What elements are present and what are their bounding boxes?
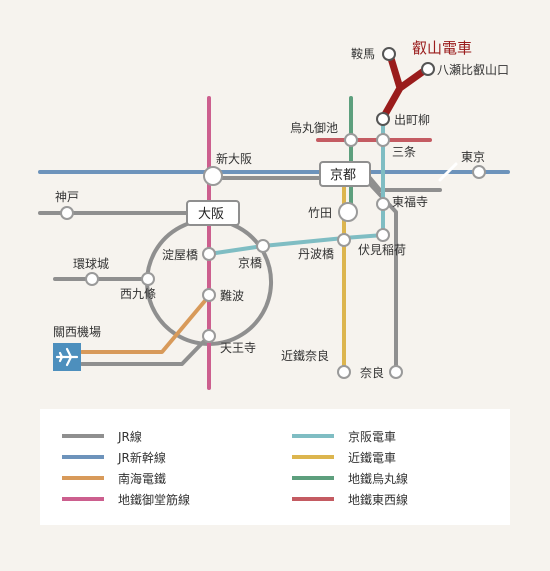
station-marker-kobe[interactable] (60, 206, 74, 220)
station-marker-fushimi-inari[interactable] (376, 228, 390, 242)
legend: JR線 京阪電車 JR新幹線 近鐵電車 南海電鐵 地鐵烏丸線 地鐵御堂筋線 地鐵… (40, 409, 510, 525)
line-jr-airport (80, 334, 211, 366)
legend-item-karasuma: 地鐵烏丸線 (292, 468, 408, 488)
legend-swatch (292, 455, 334, 459)
station-marker-namba[interactable] (202, 288, 216, 302)
legend-item-shinkansen: JR新幹線 (62, 447, 166, 467)
station-marker-tennoji[interactable] (202, 329, 216, 343)
station-marker-karasuma-oike[interactable] (344, 133, 358, 147)
station-marker-tokyo[interactable] (472, 165, 486, 179)
station-marker-sanjo[interactable] (376, 133, 390, 147)
station-markers (60, 47, 486, 379)
legend-label: 地鐵烏丸線 (348, 471, 409, 486)
station-marker-kurama[interactable] (382, 47, 396, 61)
legend-label: 地鐵東西線 (348, 492, 409, 507)
station-label-tofukuji: 東福寺 (392, 194, 428, 209)
station-marker-nara[interactable] (389, 365, 403, 379)
map-lines (38, 51, 510, 390)
station-marker-yodoyabashi[interactable] (202, 247, 216, 261)
station-label-takeda: 竹田 (308, 206, 332, 220)
station-label-demachiyanagi: 出町柳 (394, 113, 430, 127)
legend-label: JR新幹線 (118, 450, 166, 465)
airport-icon[interactable] (53, 343, 81, 371)
station-marker-demachiyanagi[interactable] (376, 112, 390, 126)
kyoto-hub-label: 京都 (330, 168, 356, 183)
legend-label: 南海電鐵 (118, 471, 167, 486)
station-marker-takeda[interactable] (338, 202, 358, 222)
line-eizan (379, 51, 432, 122)
osaka-hub-label: 大阪 (198, 207, 224, 222)
station-marker-osakajo[interactable] (85, 272, 99, 286)
legend-swatch (62, 476, 104, 480)
station-label-osakajo: 環球城 (73, 257, 109, 271)
rail-map: 叡山電車 鞍馬 八瀬比叡山口 出町柳 烏丸御池 三条 東京 新大阪 京都 神戸 … (38, 39, 510, 390)
line-nankai (80, 294, 211, 354)
station-label-tennoji: 天王寺 (220, 341, 256, 355)
legend-swatch (62, 497, 104, 501)
legend-label: 京阪電車 (348, 429, 397, 444)
legend-label: 近鐵電車 (348, 450, 397, 465)
legend-item-keihan: 京阪電車 (292, 426, 396, 446)
legend-item-nankai: 南海電鐵 (62, 468, 166, 488)
station-label-yase: 八瀬比叡山口 (437, 62, 509, 77)
legend-swatch (292, 434, 334, 438)
legend-label: JR線 (118, 429, 142, 444)
station-label-kobe: 神戸 (55, 190, 79, 204)
station-label-fushimi-inari: 伏見稲荷 (358, 243, 406, 257)
station-label-namba: 難波 (220, 288, 244, 303)
legend-item-midosuji: 地鐵御堂筋線 (62, 489, 190, 509)
station-marker-yase[interactable] (421, 62, 435, 76)
station-marker-shin-osaka[interactable] (203, 166, 223, 186)
station-label-kurama: 鞍馬 (351, 46, 375, 61)
station-label-kyobashi: 京橋 (238, 256, 262, 270)
legend-item-jr: JR線 (62, 426, 142, 446)
legend-swatch (62, 434, 104, 438)
kyoto-hub-box[interactable] (319, 161, 371, 187)
station-label-tokyo: 東京 (461, 150, 485, 164)
station-marker-tambabashi[interactable] (337, 233, 351, 247)
station-label-shin-osaka: 新大阪 (216, 151, 252, 166)
station-label-nishikujo: 西九條 (120, 287, 156, 301)
eizan-title: 叡山電車 (412, 39, 472, 57)
station-label-kansai-airport: 關西機場 (53, 324, 101, 339)
osaka-hub-box[interactable] (186, 200, 240, 226)
station-marker-tofukuji[interactable] (376, 197, 390, 211)
station-label-sanjo: 三条 (392, 145, 416, 159)
legend-item-tozai: 地鐵東西線 (292, 489, 408, 509)
station-label-nara: 奈良 (360, 365, 384, 380)
station-marker-kintetsu-nara[interactable] (337, 365, 351, 379)
legend-swatch (62, 455, 104, 459)
legend-swatch (292, 497, 334, 501)
station-marker-nishikujo[interactable] (141, 272, 155, 286)
station-label-kintetsu-nara: 近鐵奈良 (281, 348, 329, 363)
station-marker-kyobashi[interactable] (256, 239, 270, 253)
station-label-yodoyabashi: 淀屋橋 (162, 248, 198, 262)
line-jr-tokaido (210, 176, 442, 192)
station-label-karasuma-oike: 烏丸御池 (290, 120, 338, 135)
line-tokyo-break (438, 162, 458, 182)
station-label-tambabashi: 丹波橋 (298, 247, 334, 261)
legend-label: 地鐵御堂筋線 (118, 492, 191, 507)
line-jr-nara (368, 182, 398, 374)
legend-item-kintetsu: 近鐵電車 (292, 447, 396, 467)
legend-swatch (292, 476, 334, 480)
